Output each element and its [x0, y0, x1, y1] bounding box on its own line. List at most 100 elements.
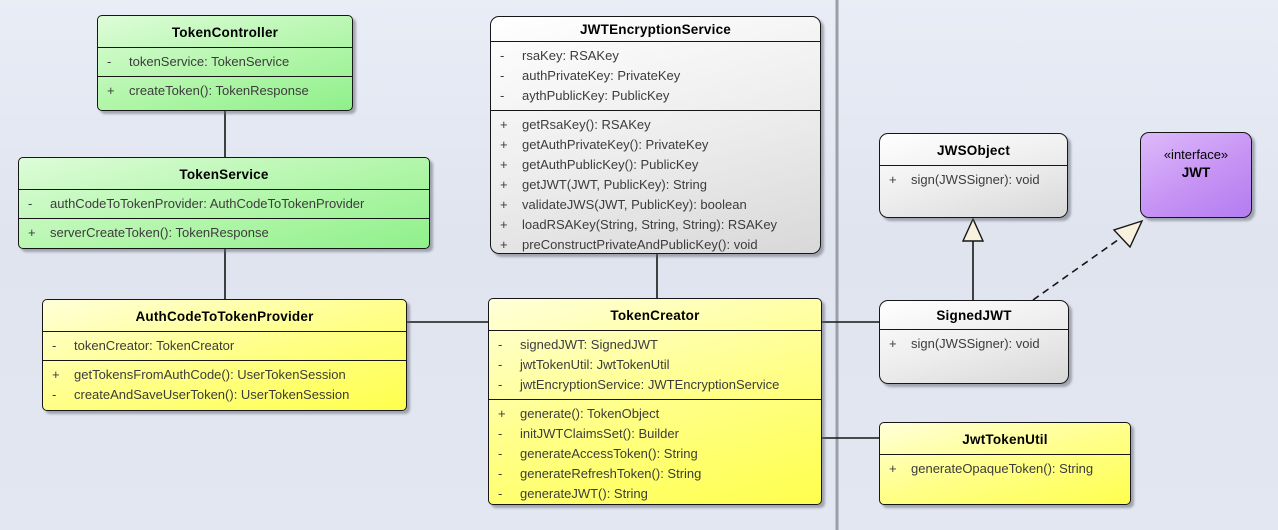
class-tokencreator[interactable]: TokenCreator - signedJWT: SignedJWT - jw…	[488, 298, 822, 505]
method-signature: generateOpaqueToken(): String	[911, 461, 1094, 476]
visibility-symbol: -	[52, 387, 57, 402]
method-row: + generate(): TokenObject	[489, 404, 821, 424]
method-row: + validateJWS(JWT, PublicKey): boolean	[491, 195, 820, 215]
class-title: JWT	[1181, 165, 1211, 180]
method-row: - initJWTClaimsSet(): Builder	[489, 424, 821, 444]
class-jwtencryptionservice[interactable]: JWTEncryptionService - rsaKey: RSAKey - …	[490, 16, 821, 254]
method-row: + preConstructPrivateAndPublicKey(): voi…	[491, 235, 820, 253]
class-jwsobject[interactable]: JWSObject + sign(JWSSigner): void	[879, 133, 1068, 218]
visibility-symbol: +	[889, 461, 897, 476]
method-row: - createAndSaveUserToken(): UserTokenSes…	[43, 385, 406, 405]
visibility-symbol: -	[500, 88, 505, 103]
class-title: JWTEncryptionService	[579, 22, 732, 37]
method-row: + getAuthPrivateKey(): PrivateKey	[491, 135, 820, 155]
method-signature: generate(): TokenObject	[520, 406, 660, 421]
methods-compartment: + getTokensFromAuthCode(): UserTokenSess…	[43, 360, 406, 410]
attributes-compartment: - rsaKey: RSAKey - authPrivateKey: Priva…	[491, 41, 820, 110]
method-signature: getJWT(JWT, PublicKey): String	[522, 177, 707, 192]
method-signature: getRsaKey(): RSAKey	[522, 117, 651, 132]
method-signature: generateAccessToken(): String	[520, 446, 698, 461]
attribute-row: - signedJWT: SignedJWT	[489, 335, 821, 355]
visibility-symbol: +	[500, 157, 508, 172]
visibility-symbol: +	[500, 237, 508, 252]
class-title: TokenCreator	[610, 308, 700, 323]
method-signature: createAndSaveUserToken(): UserTokenSessi…	[74, 387, 350, 402]
visibility-symbol: -	[498, 337, 503, 352]
visibility-symbol: -	[28, 196, 33, 211]
visibility-symbol: -	[498, 486, 503, 501]
attributes-compartment: - tokenCreator: TokenCreator	[43, 331, 406, 360]
attribute-signature: tokenService: TokenService	[129, 54, 290, 69]
attribute-signature: tokenCreator: TokenCreator	[74, 338, 235, 353]
attribute-row: - tokenService: TokenService	[98, 52, 352, 72]
class-tokencontroller[interactable]: TokenController - tokenService: TokenSer…	[97, 15, 353, 111]
class-authcodetotokenprovider[interactable]: AuthCodeToTokenProvider - tokenCreator: …	[42, 299, 407, 411]
attribute-row: - tokenCreator: TokenCreator	[43, 336, 406, 356]
attribute-signature: signedJWT: SignedJWT	[520, 337, 658, 352]
method-signature: getAuthPrivateKey(): PrivateKey	[522, 137, 709, 152]
class-title: JwtTokenUtil	[962, 432, 1048, 447]
attribute-signature: authPrivateKey: PrivateKey	[522, 68, 681, 83]
attribute-row: - authCodeToTokenProvider: AuthCodeToTok…	[19, 194, 429, 214]
stereotype-label: «interface»	[1163, 147, 1229, 162]
attribute-row: - rsaKey: RSAKey	[491, 46, 820, 66]
interface-jwt[interactable]: «interface» JWT	[1140, 132, 1252, 218]
methods-compartment: + createToken(): TokenResponse	[98, 76, 352, 110]
methods-compartment: + serverCreateToken(): TokenResponse	[19, 218, 429, 248]
visibility-symbol: +	[500, 177, 508, 192]
visibility-symbol: -	[500, 48, 505, 63]
method-signature: generateJWT(): String	[520, 486, 648, 501]
visibility-symbol: +	[107, 83, 115, 98]
method-signature: preConstructPrivateAndPublicKey(): void	[522, 237, 758, 252]
visibility-symbol: -	[498, 446, 503, 461]
method-row: - generateJWT(): String	[489, 484, 821, 504]
attribute-row: - authPrivateKey: PrivateKey	[491, 66, 820, 86]
methods-compartment: + getRsaKey(): RSAKey + getAuthPrivateKe…	[491, 110, 820, 253]
method-signature: loadRSAKey(String, String, String): RSAK…	[522, 217, 778, 232]
visibility-symbol: +	[500, 137, 508, 152]
method-signature: getAuthPublicKey(): PublicKey	[522, 157, 699, 172]
method-signature: getTokensFromAuthCode(): UserTokenSessio…	[74, 367, 346, 382]
generalization-signedjwt-jwsobject[interactable]	[961, 217, 985, 300]
class-title: JWSObject	[936, 143, 1011, 158]
visibility-symbol: +	[498, 406, 506, 421]
visibility-symbol: -	[498, 426, 503, 441]
class-jwttokenutil[interactable]: JwtTokenUtil + generateOpaqueToken(): St…	[879, 422, 1131, 505]
attributes-compartment: - authCodeToTokenProvider: AuthCodeToTok…	[19, 189, 429, 218]
methods-compartment: + sign(JWSSigner): void	[880, 329, 1068, 383]
method-signature: generateRefreshToken(): String	[520, 466, 702, 481]
method-row: + getRsaKey(): RSAKey	[491, 115, 820, 135]
attribute-signature: jwtEncryptionService: JWTEncryptionServi…	[520, 377, 780, 392]
hollow-triangle-arrowhead	[961, 217, 985, 242]
method-row: + createToken(): TokenResponse	[98, 81, 352, 101]
visibility-symbol: -	[498, 466, 503, 481]
visibility-symbol: +	[28, 225, 36, 240]
attribute-signature: rsaKey: RSAKey	[522, 48, 619, 63]
method-row: + sign(JWSSigner): void	[880, 334, 1068, 354]
method-signature: validateJWS(JWT, PublicKey): boolean	[522, 197, 747, 212]
visibility-symbol: -	[498, 377, 503, 392]
methods-compartment: + sign(JWSSigner): void	[880, 165, 1067, 217]
attribute-row: - jwtTokenUtil: JwtTokenUtil	[489, 355, 821, 375]
class-tokenservice[interactable]: TokenService - authCodeToTokenProvider: …	[18, 157, 430, 249]
attribute-signature: jwtTokenUtil: JwtTokenUtil	[520, 357, 670, 372]
visibility-symbol: -	[500, 68, 505, 83]
class-signedjwt[interactable]: SignedJWT + sign(JWSSigner): void	[879, 300, 1069, 384]
method-signature: serverCreateToken(): TokenResponse	[50, 225, 269, 240]
visibility-symbol: +	[500, 197, 508, 212]
class-title: SignedJWT	[936, 308, 1012, 323]
method-row: - generateRefreshToken(): String	[489, 464, 821, 484]
visibility-symbol: +	[889, 172, 897, 187]
method-row: + loadRSAKey(String, String, String): RS…	[491, 215, 820, 235]
method-row: + getAuthPublicKey(): PublicKey	[491, 155, 820, 175]
method-signature: createToken(): TokenResponse	[129, 83, 309, 98]
visibility-symbol: -	[107, 54, 112, 69]
hollow-triangle-arrowhead	[1112, 219, 1144, 249]
method-signature: sign(JWSSigner): void	[911, 172, 1040, 187]
methods-compartment: + generate(): TokenObject - initJWTClaim…	[489, 399, 821, 504]
realization-signedjwt-jwt[interactable]	[1032, 219, 1144, 301]
method-row: + serverCreateToken(): TokenResponse	[19, 223, 429, 243]
attribute-row: - aythPublicKey: PublicKey	[491, 86, 820, 106]
method-signature: initJWTClaimsSet(): Builder	[520, 426, 679, 441]
